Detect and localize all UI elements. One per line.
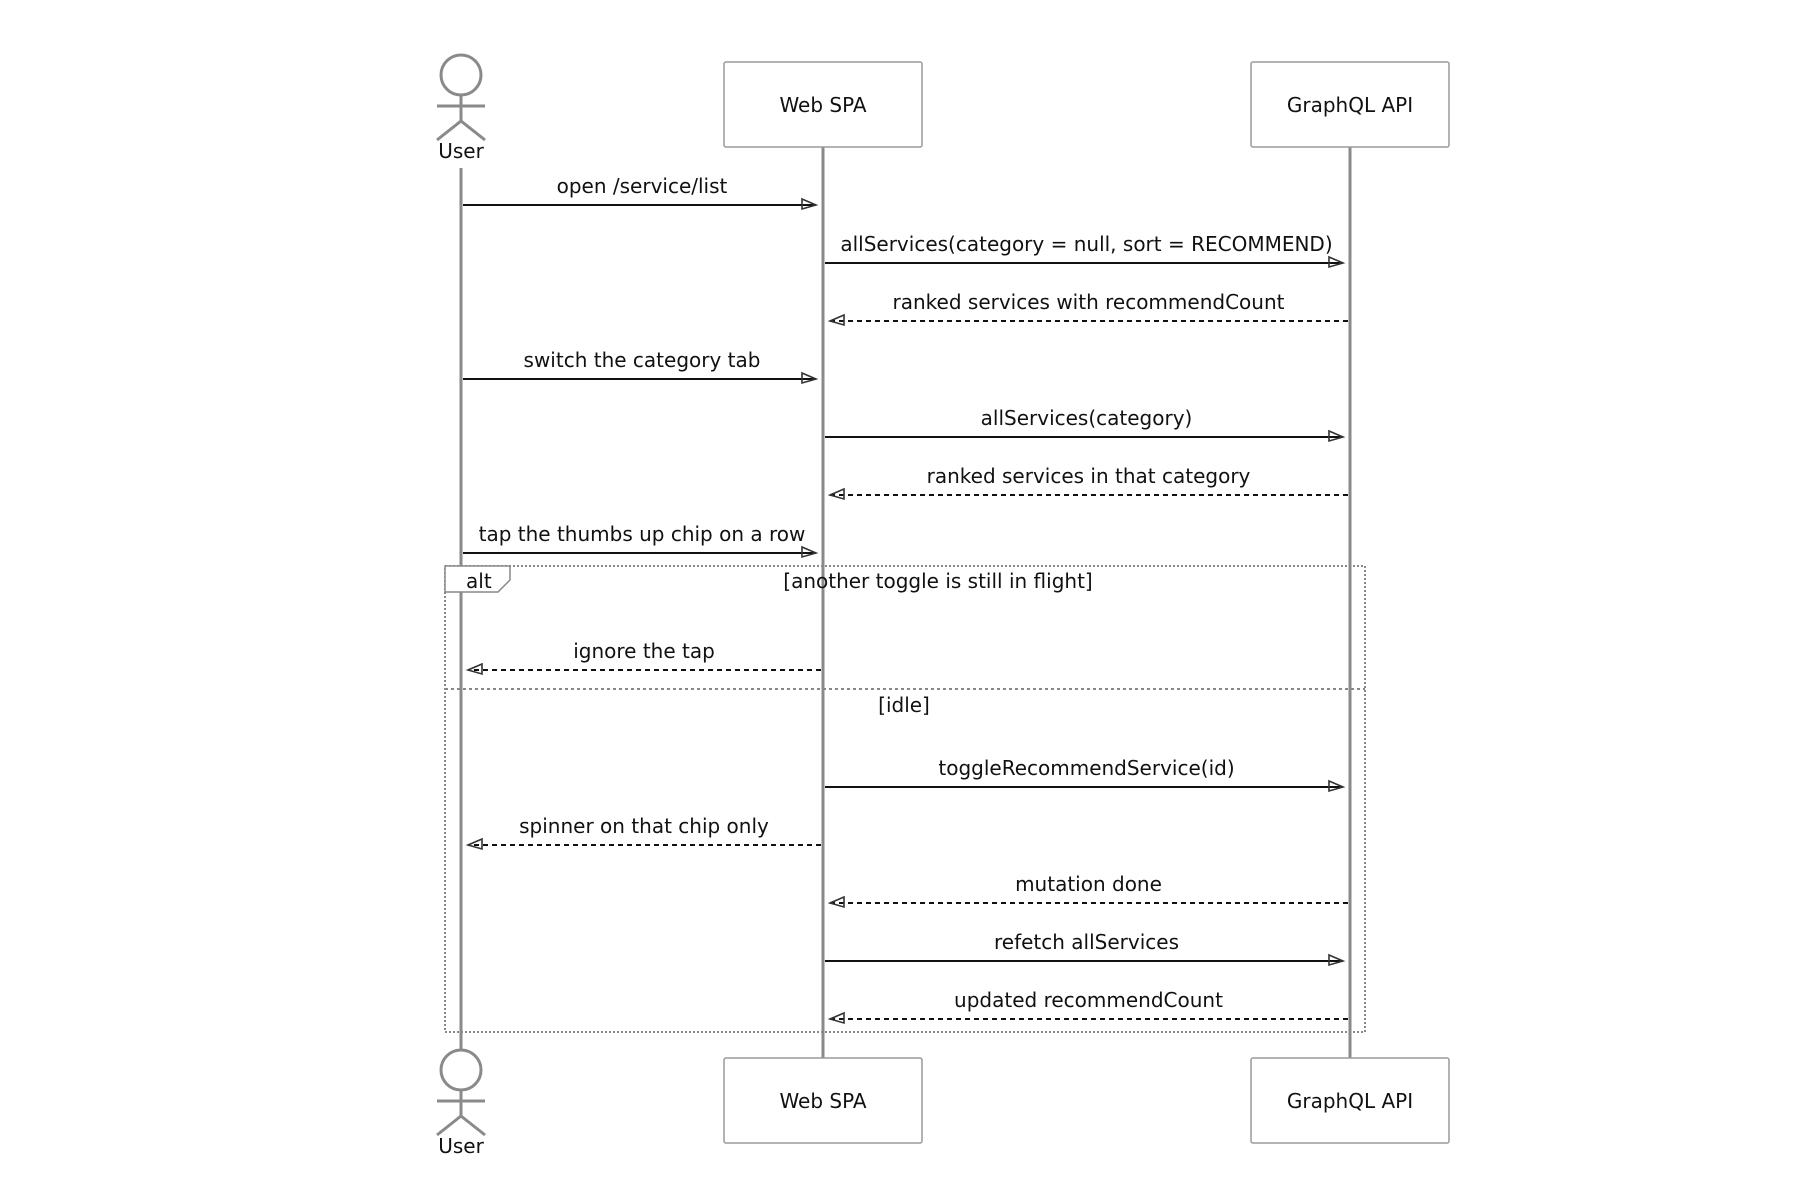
participant-web-spa-box-top (723, 61, 923, 148)
message-label-13: updated recommendCount (954, 988, 1223, 1012)
alt-frame-tab (444, 565, 511, 593)
message-label-8: ignore the tap (573, 639, 715, 663)
message-label-9: toggleRecommendService(id) (938, 756, 1234, 780)
message-label-2: allServices(category = null, sort = RECO… (840, 232, 1332, 256)
participant-graphql-api-bottom: GraphQL API (1250, 1057, 1450, 1144)
message-label-11: mutation done (1015, 872, 1162, 896)
message-arrowhead-8 (465, 662, 483, 676)
participant-web-spa-label-bottom: Web SPA (779, 1089, 866, 1113)
participant-web-spa-bottom: Web SPA (723, 1057, 923, 1144)
user-actor-icon-bottom (436, 1048, 486, 1137)
message-arrowhead-1 (801, 197, 819, 211)
message-arrowhead-12 (1328, 953, 1346, 967)
message-arrowhead-3 (827, 313, 845, 327)
message-arrowhead-6 (827, 487, 845, 501)
alt-condition-idle: [idle] (878, 693, 930, 717)
participant-web-spa-label-top: Web SPA (779, 93, 866, 117)
participant-user-bottom: User (436, 1048, 486, 1158)
message-arrowhead-9 (1328, 779, 1346, 793)
participant-graphql-api-label-top: GraphQL API (1287, 93, 1413, 117)
message-label-6: ranked services in that category (927, 464, 1251, 488)
message-label-4: switch the category tab (524, 348, 761, 372)
participant-web-spa-box-bottom (723, 1057, 923, 1144)
user-actor-icon (436, 53, 486, 142)
message-label-7: tap the thumbs up chip on a row (479, 522, 806, 546)
alt-condition-in-flight: [another toggle is still in flight] (783, 569, 1092, 593)
alt-frame: alt [another toggle is still in flight] … (444, 565, 1366, 1033)
participant-graphql-api-box-bottom (1250, 1057, 1450, 1144)
messages-group: open /service/list allServices(category =… (463, 174, 1348, 1025)
message-arrowhead-5 (1328, 429, 1346, 443)
participant-user-top: User (436, 53, 486, 163)
message-label-12: refetch allServices (994, 930, 1179, 954)
participant-user-label-bottom: User (438, 1134, 484, 1158)
message-label-3: ranked services with recommendCount (893, 290, 1285, 314)
participant-graphql-api-label-bottom: GraphQL API (1287, 1089, 1413, 1113)
message-label-5: allServices(category) (981, 406, 1193, 430)
message-label-10: spinner on that chip only (519, 814, 769, 838)
message-label-1: open /service/list (557, 174, 728, 198)
message-arrowhead-13 (827, 1011, 845, 1025)
participant-graphql-api-top: GraphQL API (1250, 61, 1450, 148)
participant-web-spa-top: Web SPA (723, 61, 923, 148)
message-arrowhead-4 (801, 371, 819, 385)
message-arrowhead-2 (1328, 255, 1346, 269)
alt-frame-label: alt (466, 569, 492, 593)
message-arrowhead-11 (827, 895, 845, 909)
participant-user-label-top: User (438, 139, 484, 163)
message-arrowhead-7 (801, 545, 819, 559)
participant-graphql-api-box-top (1250, 61, 1450, 148)
message-arrowhead-10 (465, 837, 483, 851)
alt-frame-border (444, 565, 1366, 1033)
